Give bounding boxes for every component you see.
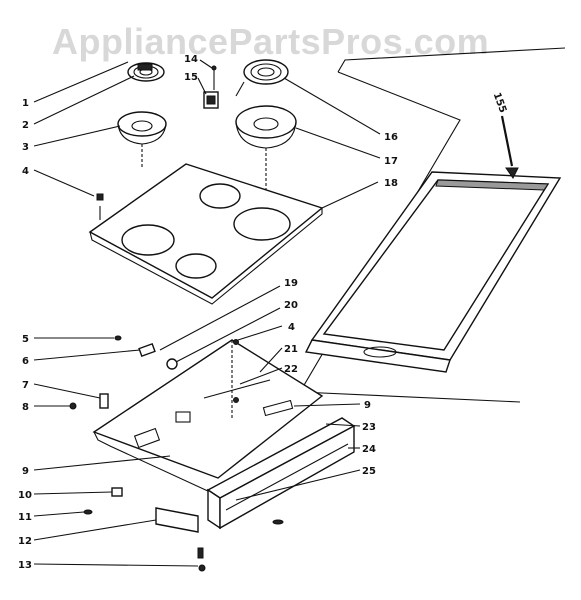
leader-lines <box>33 59 381 567</box>
large-surface-element <box>235 59 289 97</box>
callout-12: 12 <box>18 536 32 547</box>
callout-4-lower: 4 <box>288 322 295 333</box>
callout-24: 24 <box>362 444 376 455</box>
callout-16: 16 <box>384 132 398 143</box>
callout-4: 4 <box>22 166 29 177</box>
callout-18: 18 <box>384 178 398 189</box>
callout-3: 3 <box>22 142 29 153</box>
watermark: AppliancePartsPros.com <box>52 21 489 62</box>
callout-1: 1 <box>22 98 29 109</box>
callout-15: 15 <box>184 72 198 83</box>
small-parts <box>69 335 284 572</box>
control-panel-strip <box>206 417 356 530</box>
terminal-block <box>203 65 219 109</box>
callout-14: 14 <box>184 54 198 65</box>
callout-11: 11 <box>18 512 32 523</box>
callout-22: 22 <box>284 364 298 375</box>
callout-6: 6 <box>22 356 29 367</box>
callout-155: 155 <box>491 91 508 114</box>
callout-17: 17 <box>384 156 398 167</box>
glass-cooktop-assembly <box>304 115 562 373</box>
callout-21: 21 <box>284 344 298 355</box>
callout-8: 8 <box>22 402 29 413</box>
callout-13: 13 <box>18 560 32 571</box>
callout-20: 20 <box>284 300 298 311</box>
callout-5: 5 <box>22 334 29 345</box>
callout-9: 9 <box>22 466 29 477</box>
small-surface-element <box>127 62 165 82</box>
small-drip-pan <box>117 111 167 168</box>
large-drip-pan <box>235 105 297 200</box>
callout-10: 10 <box>18 490 32 501</box>
callout-19: 19 <box>284 278 298 289</box>
callout-23: 23 <box>362 422 376 433</box>
callout-25: 25 <box>362 466 376 477</box>
callout-2: 2 <box>22 120 29 131</box>
callout-7: 7 <box>22 380 29 391</box>
callout-9-lower: 9 <box>364 400 371 411</box>
